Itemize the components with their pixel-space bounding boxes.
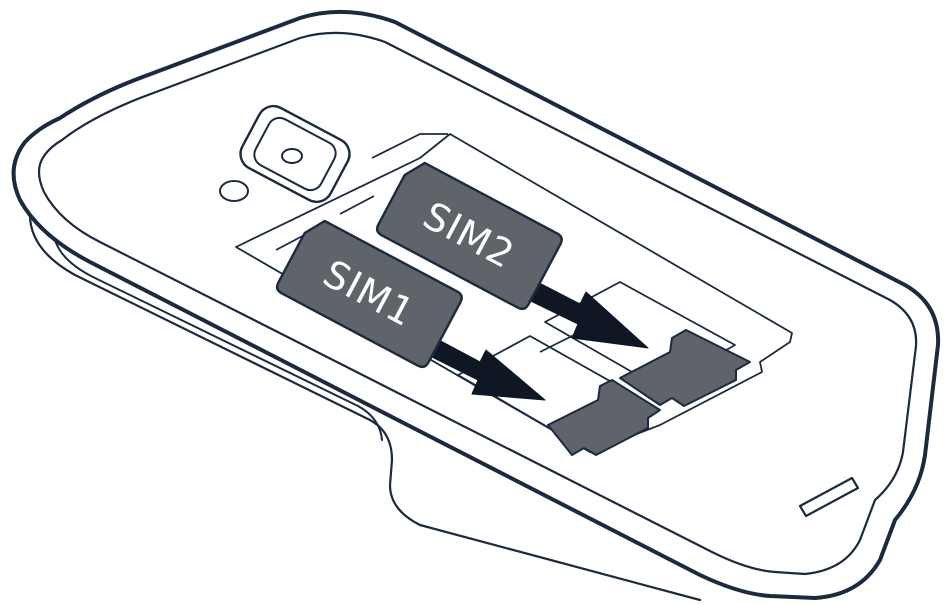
sim-slots <box>548 330 750 455</box>
flash-outer <box>220 181 248 201</box>
flash-icon <box>220 181 248 201</box>
camera-lens <box>282 149 302 163</box>
side-port <box>800 478 858 516</box>
camera-lens-icon <box>235 101 355 208</box>
bay-inner-step <box>372 134 448 158</box>
phone-body <box>14 12 939 600</box>
bay-divider-2 <box>340 196 374 214</box>
